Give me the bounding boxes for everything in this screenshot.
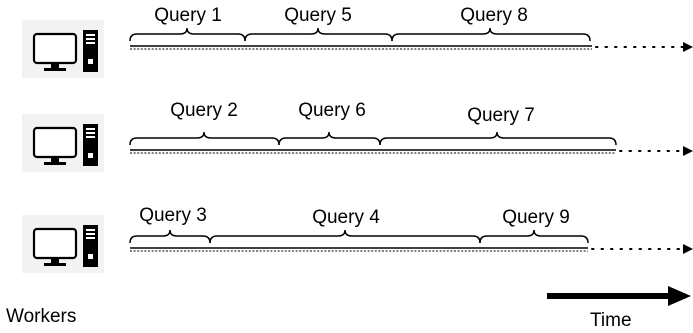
- worker-row-3: Query 3 Query 4 Query 9: [22, 205, 693, 273]
- query-label: Query 8: [460, 5, 528, 26]
- query-label: Query 4: [312, 207, 380, 228]
- timeline-arrowhead: [683, 146, 693, 156]
- query-brace: [129, 131, 280, 146]
- query-label: Query 5: [284, 5, 352, 26]
- workers-label: Workers: [6, 306, 76, 327]
- computer-icon: [22, 114, 104, 172]
- time-label: Time: [590, 310, 632, 331]
- query-brace: [129, 229, 211, 244]
- query-label: Query 9: [502, 207, 570, 228]
- query-brace: [129, 27, 246, 42]
- query-brace: [391, 27, 591, 42]
- query-label: Query 1: [154, 5, 222, 26]
- query-brace: [479, 229, 589, 244]
- worker-row-1: Query 1 Query 5 Query 8: [22, 5, 693, 78]
- query-brace: [278, 131, 381, 146]
- query-brace: [379, 131, 617, 146]
- timeline-arrowhead: [683, 42, 693, 52]
- query-brace: [209, 229, 481, 244]
- computer-icon: [22, 20, 104, 78]
- worker-row-2: Query 2 Query 6 Query 7: [22, 100, 693, 172]
- query-label: Query 3: [139, 205, 207, 226]
- timeline-arrowhead: [683, 244, 693, 254]
- computer-icon: [22, 215, 104, 273]
- query-label: Query 7: [467, 105, 535, 126]
- query-brace: [244, 27, 393, 42]
- query-label: Query 2: [170, 100, 238, 121]
- query-label: Query 6: [298, 100, 366, 121]
- time-arrow: [547, 286, 691, 306]
